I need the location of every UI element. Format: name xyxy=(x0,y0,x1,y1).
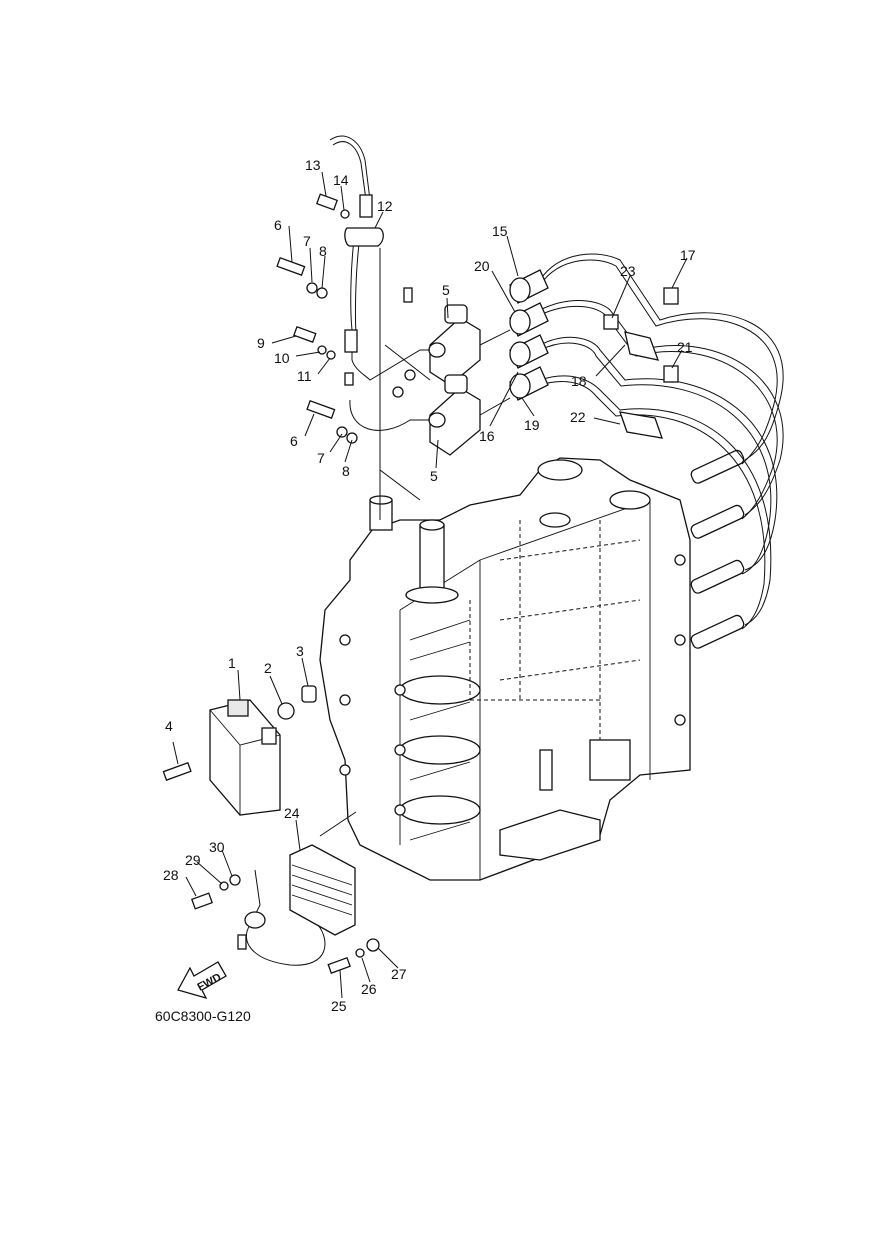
callout-6-upper: 6 xyxy=(274,217,282,233)
callout-labels: 1 2 3 4 5 5 6 6 7 7 8 8 9 10 11 12 13 14… xyxy=(163,157,696,1014)
callout-13: 13 xyxy=(305,157,321,173)
callout-17: 17 xyxy=(680,247,696,263)
wire-harness xyxy=(329,135,430,431)
callout-14: 14 xyxy=(333,172,349,188)
callout-1: 1 xyxy=(228,655,236,671)
brackets xyxy=(603,287,679,439)
callout-27: 27 xyxy=(391,966,407,982)
plug-part-3 xyxy=(301,685,317,703)
cable-sleeves xyxy=(509,269,549,401)
spark-plug-caps xyxy=(690,449,745,649)
callout-4: 4 xyxy=(165,718,173,734)
callout-22: 22 xyxy=(570,409,586,425)
callout-18: 18 xyxy=(571,373,587,389)
callout-8-lower: 8 xyxy=(342,463,350,479)
high-tension-cables xyxy=(539,253,784,630)
callout-29: 29 xyxy=(185,852,201,868)
callout-11: 11 xyxy=(297,368,312,384)
callout-21: 21 xyxy=(677,339,693,355)
callout-24: 24 xyxy=(284,805,300,821)
callout-7-lower: 7 xyxy=(317,450,325,466)
hardware-bolts-washers xyxy=(162,193,380,974)
callout-7-upper: 7 xyxy=(303,233,311,249)
callout-23: 23 xyxy=(620,263,636,279)
callout-15: 15 xyxy=(492,223,508,239)
cdi-unit xyxy=(209,699,281,816)
fwd-arrow: FWD xyxy=(177,961,227,1000)
callout-20: 20 xyxy=(474,258,490,274)
callout-8-upper: 8 xyxy=(319,243,327,259)
grommet-part-2 xyxy=(277,702,295,720)
diagram-code: 60C8300-G120 xyxy=(155,1008,251,1024)
callout-25: 25 xyxy=(331,998,347,1014)
leader-lines xyxy=(172,171,688,999)
callout-26: 26 xyxy=(361,981,377,997)
callout-2: 2 xyxy=(264,660,272,676)
callout-10: 10 xyxy=(274,350,290,366)
callout-19: 19 xyxy=(524,417,540,433)
engine-block xyxy=(319,457,691,881)
callout-5-lower: 5 xyxy=(430,468,438,484)
callout-12: 12 xyxy=(377,198,393,214)
callout-6-lower: 6 xyxy=(290,433,298,449)
rectifier-regulator xyxy=(237,844,356,966)
callout-9: 9 xyxy=(257,335,265,351)
callout-3: 3 xyxy=(296,643,304,659)
clamp-part-12 xyxy=(344,227,384,247)
ignition-coils xyxy=(428,304,511,456)
callout-16: 16 xyxy=(479,428,495,444)
callout-30: 30 xyxy=(209,839,225,855)
callout-28: 28 xyxy=(163,867,179,883)
callout-5-upper: 5 xyxy=(442,282,450,298)
